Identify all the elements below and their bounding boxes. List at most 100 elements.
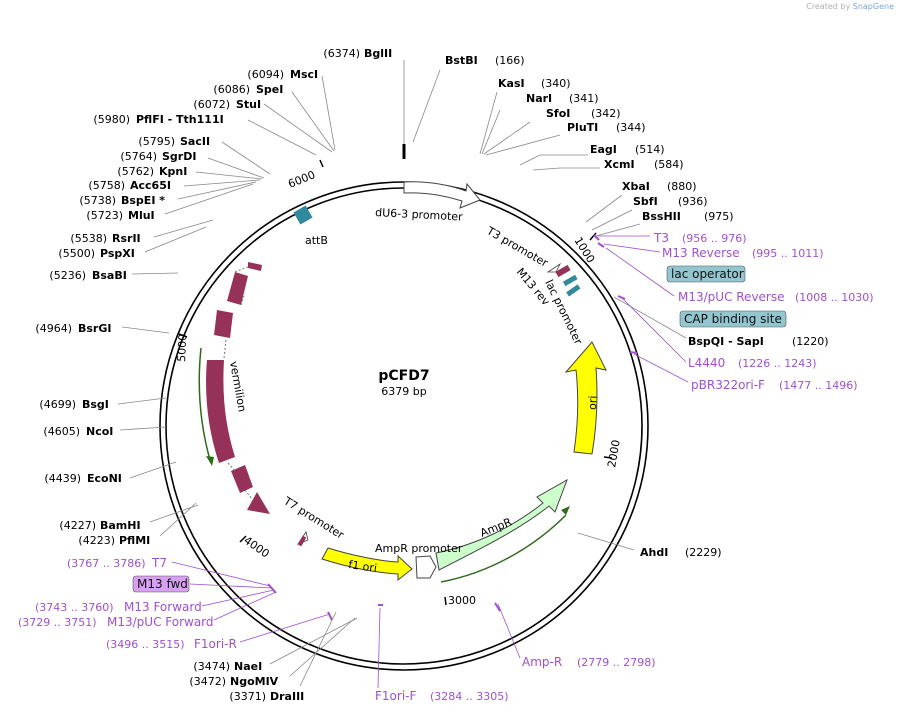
vermilion-intron-5 bbox=[244, 489, 253, 500]
site-pos-stui: (6072) bbox=[193, 98, 230, 111]
t3-promoter-arrow bbox=[546, 262, 562, 273]
site-name-bstbi: BstBI bbox=[445, 54, 478, 67]
primer-name-cap-binding-site: CAP binding site bbox=[684, 312, 782, 326]
site-line-bspqi bbox=[613, 296, 687, 339]
site-line-econi bbox=[129, 461, 177, 479]
site-pos-bsabi: (5236) bbox=[49, 269, 86, 282]
primer-marks bbox=[267, 234, 638, 621]
site-pos-ahdi: (2229) bbox=[685, 546, 722, 559]
primer-line-m13-forward bbox=[201, 589, 275, 607]
site-pos-rsrii: (5538) bbox=[70, 232, 107, 245]
site-line-pluti bbox=[485, 134, 561, 156]
site-pos-econi: (4439) bbox=[44, 472, 81, 485]
primer-name-f1ori-f: F1ori-F bbox=[375, 689, 416, 703]
t7-promoter-label: T7 promoter bbox=[281, 494, 347, 542]
site-line-sgrdi bbox=[207, 157, 265, 179]
site-line-nari bbox=[481, 109, 501, 155]
primer-name-m13-forward: M13 Forward bbox=[124, 600, 202, 614]
site-name-pflfi: PflFI - Tth111I bbox=[136, 113, 224, 126]
backbone-inner bbox=[165, 187, 643, 665]
attb-label: attB bbox=[305, 234, 328, 247]
site-name-sfoi: SfoI bbox=[546, 107, 570, 120]
tick-label-3000: 3000 bbox=[448, 594, 476, 607]
site-pos-bstbi: (166) bbox=[495, 54, 525, 67]
site-pos-kpni: (5762) bbox=[117, 165, 154, 178]
site-name-ngomiv: NgoMIV bbox=[230, 675, 279, 688]
site-line-stui bbox=[263, 103, 333, 153]
primer-range-m13-reverse: (995 .. 1011) bbox=[752, 247, 824, 260]
vermilion-orf-head bbox=[206, 456, 214, 466]
site-name-bamhi: BamHI bbox=[100, 519, 141, 532]
primer-labels: T3 (956 .. 976) M13 Reverse (995 .. 1011… bbox=[18, 231, 874, 703]
backbone-outer bbox=[159, 181, 649, 671]
site-line-bsabi bbox=[131, 272, 179, 275]
vermilion-intron-1 bbox=[240, 295, 245, 306]
vermilion-segment-3 bbox=[214, 310, 233, 338]
site-pos-bsshii: (975) bbox=[704, 210, 734, 223]
primer-mark-t3 bbox=[593, 234, 600, 241]
vermilion-intron-4 bbox=[227, 462, 236, 472]
site-name-kpni: KpnI bbox=[159, 165, 187, 178]
site-line-sfoi bbox=[483, 121, 531, 155]
site-pos-mlui: (5723) bbox=[86, 209, 123, 222]
site-name-rsrii: RsrII bbox=[112, 232, 141, 245]
site-pos-sacii: (5795) bbox=[138, 135, 175, 148]
site-line-draiii bbox=[299, 611, 337, 687]
primer-range-m13puc-reverse: (1008 .. 1030) bbox=[795, 291, 874, 304]
ampr-arrow bbox=[435, 478, 568, 571]
dU6-3-promoter-arrow bbox=[403, 181, 481, 209]
ampr-promoter-arrow bbox=[415, 555, 437, 579]
site-pos-bglii: (6374) bbox=[323, 47, 360, 60]
site-name-eagi: EagI bbox=[590, 143, 617, 156]
primer-name-lac-operator: lac operator bbox=[671, 267, 744, 281]
site-pos-pluti: (344) bbox=[616, 121, 646, 134]
site-pos-xcmi: (584) bbox=[654, 158, 684, 171]
primer-range-m13puc-forward: (3729 .. 3751) bbox=[18, 616, 97, 629]
site-pos-acc65i: (5758) bbox=[88, 179, 125, 192]
site-name-sacii: SacII bbox=[180, 135, 210, 148]
site-name-pspxi: PspXI bbox=[100, 247, 135, 260]
f1-ori-label: f1 ori bbox=[348, 558, 378, 575]
site-pos-sbfi: (936) bbox=[678, 195, 708, 208]
site-pos-pspxi: (5500) bbox=[58, 247, 95, 260]
site-pos-eagi: (514) bbox=[635, 143, 665, 156]
primer-range-amp-r: (2779 .. 2798) bbox=[577, 656, 656, 669]
site-pos-bamhi: (4227) bbox=[59, 519, 96, 532]
vermilion-segment-2 bbox=[227, 272, 248, 305]
m13-rev-bar bbox=[555, 264, 571, 278]
site-line-spei bbox=[291, 91, 335, 152]
tick-mark-4000 bbox=[239, 535, 247, 543]
site-line-ahdi bbox=[577, 532, 635, 551]
cap-binding-site-box bbox=[679, 310, 787, 328]
vermilion-orf-line bbox=[198, 347, 211, 461]
site-name-naei: NaeI bbox=[234, 660, 262, 673]
primer-lines bbox=[171, 235, 689, 689]
vermilion-segment-1 bbox=[248, 262, 262, 271]
vermilion-label: vermilion bbox=[227, 360, 249, 413]
primer-name-m13-reverse: M13 Reverse bbox=[662, 246, 740, 260]
site-line-ngomiv bbox=[289, 617, 356, 677]
f1-ori-arrow bbox=[321, 547, 413, 582]
site-line-pspxi bbox=[144, 226, 207, 253]
site-pos-nari: (341) bbox=[569, 92, 599, 105]
site-name-pluti: PluTI bbox=[567, 121, 598, 134]
ampr-promoter-label: AmpR promoter bbox=[375, 542, 463, 555]
site-name-sbfi: SbfI bbox=[633, 195, 658, 208]
site-name-xbai: XbaI bbox=[622, 180, 650, 193]
credit-brand: SnapGene bbox=[852, 2, 894, 11]
primer-name-f1ori-r: F1ori-R bbox=[194, 637, 237, 651]
site-name-mlui: MluI bbox=[128, 209, 155, 222]
site-pos-xbai: (880) bbox=[667, 180, 697, 193]
site-name-bspqi: BspQI - SapI bbox=[688, 335, 764, 348]
site-name-bglii: BglII bbox=[364, 47, 392, 60]
snapgene-credit: Created by SnapGene bbox=[806, 2, 894, 11]
site-pos-bspqi: (1220) bbox=[792, 335, 829, 348]
site-name-kasi: KasI bbox=[498, 77, 525, 90]
site-lines bbox=[117, 60, 687, 687]
site-line-ncoi bbox=[119, 426, 167, 431]
site-pos-pflmi: (4223) bbox=[78, 534, 115, 547]
vermilion-intron-2 bbox=[234, 265, 251, 273]
site-line-pflfi bbox=[247, 119, 317, 156]
primer-line-amp-r bbox=[497, 603, 521, 659]
ampr-orf-head bbox=[561, 506, 570, 515]
